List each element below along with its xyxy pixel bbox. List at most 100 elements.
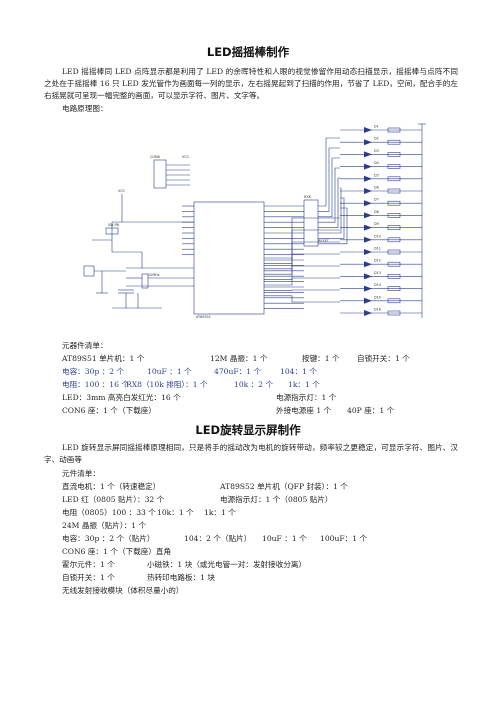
port-label: RESET [318,239,330,243]
led-label: D3 [374,149,379,153]
circuit-schematic: CON6 VCC AT89S51 SW-PB VCC 12MHz [83,123,426,319]
led-diode: D9 [340,222,422,231]
bus-wire [318,177,340,228]
bus-wire [318,167,340,223]
component-item: 电阻：100 ：16 个 [62,380,129,389]
component-item: 10uF ：1 个 [262,534,307,543]
component-item: CON6 座：1 个（下载座）直角 [62,547,172,556]
component-item: 直流电机：1 个（转速稳定） [62,482,161,491]
component-item: AT89S51 单片机：1 个 [62,354,145,363]
led-diode: D1 [340,125,422,133]
led-diode: D15 [340,295,422,304]
bus-wire [318,157,340,218]
component-item: 10uF ：1 个 [147,367,192,376]
led-diode: D6 [340,186,422,194]
led-label: D16 [374,308,381,312]
bus-wire [318,147,340,212]
led-label: D5 [374,173,379,177]
led-label: D15 [374,295,381,299]
led-label: D14 [374,283,381,287]
section2-intro: LED 旋转显示屏同摇摇棒原理相同，只是将手的摇动改为电机的旋转带动，频率较之更… [44,443,458,464]
crystal-label: 12MHz [148,273,160,277]
component-item: 1k：1 个 [288,380,320,389]
circuit-label: 电路原理图： [62,104,108,113]
led-diode: D8 [340,210,422,219]
con6-connector: CON6 VCC [150,155,190,189]
led-diode: D5 [340,173,422,182]
mcu-pins [182,205,304,309]
component-item: 按键：1 个 [302,354,340,363]
mcu-chip: AT89S51 [193,201,265,319]
bus-wire [264,295,340,303]
component-item: 热转印电路板：1 块 [147,573,215,582]
bus-wire [264,229,340,264]
component-item: 外接电源座 1 个 [276,406,332,415]
component-item: 104：2 个（贴片） [184,534,252,543]
led-label: D2 [374,137,379,141]
bus-wire [264,277,340,286]
led-diode: D4 [340,161,422,170]
component-item: 10k：1 个 [157,508,194,517]
section1-title: LED摇摇棒制作 [206,45,290,59]
component-item: 电容：30p ：2 个 [62,367,125,376]
component-item: RX8（10k 排阻）：1 个 [126,380,208,389]
component-item: 电源指示灯：1 个 [276,393,337,402]
component-item: 自锁开关：1 个 [62,573,115,582]
vcc-label-2: VCC [118,189,126,193]
bus-wire [318,197,345,239]
led-diode: D3 [340,149,422,158]
component-item: 电源指示灯：1 个（0805 贴片） [220,495,333,504]
led-label: D12 [374,259,381,263]
component-item: 无线发射接收模块（体积尽量小的） [62,586,184,595]
bus-wire [264,217,340,259]
vcc-label: VCC [182,155,190,159]
power-input [83,265,126,294]
components-title-2: 元件清单： [62,469,100,478]
rx8-resistor-network: RX8 RESET [303,195,330,247]
component-item: 自锁开关：1 个 [357,354,410,363]
component-item: 10k ：2 个 [234,380,274,389]
component-item: 1k：1 个 [204,508,236,517]
mcu-chip-label: AT89S51 [196,315,211,319]
con6-label: CON6 [150,155,160,159]
bus-wire [264,241,340,270]
component-item: 霍尔元件：1 个 [62,560,115,569]
led-label: D13 [374,271,381,275]
component-item: 470uF：1 个 [214,367,262,376]
component-item: 小磁铁：1 块（或光电管一对：发射接收分离） [147,560,307,569]
bus-wire [264,253,340,275]
bus-wire [318,137,340,207]
switch-label: SW-PB [108,223,120,227]
component-item: 24M 晶振（贴片）：1 个 [62,521,147,530]
reset-circuit: SW-PB VCC [92,189,194,269]
component-item: 12M 晶振：1 个 [210,354,268,363]
led-diode: D14 [340,283,422,292]
led-label: D4 [374,161,379,165]
component-item: CON6 座：1 个（下载座） [62,406,156,415]
component-item: 电容：30p ：2 个（贴片） [62,534,155,543]
bus-lines [264,137,348,303]
component-item: 100uF：1 个 [320,534,368,543]
led-diode: D11 [340,247,422,255]
section1-intro: LED 摇摇棒同 LED 点阵显示都是利用了 LED 的余晖特性和人眼的视觉惨留… [44,67,458,100]
bus-wire [264,265,340,280]
bus-wire [318,187,342,234]
bus-wire [318,207,348,245]
crystal-circuit: 12MHz [112,273,194,309]
components-title-1: 元器件清单： [62,341,108,350]
led-label: D9 [374,222,379,226]
component-item: 电阻（0805）100 ：33 个 [62,508,156,517]
led-diode: D2 [340,137,422,146]
led-diode: D10 [340,234,422,243]
led-diode: D13 [340,271,422,280]
led-diode: D12 [340,259,422,268]
rx8-label: RX8 [304,195,311,199]
section2-title: LED旋转显示屏制作 [195,423,301,437]
component-item: 104：1 个 [280,367,317,376]
led-label: D7 [374,198,379,202]
component-item: AT89S52 单片机（QFP 封装）：1 个 [220,482,348,491]
led-label: D6 [374,186,379,190]
component-item: LED：3mm 高亮白发红光：16 个 [62,393,181,402]
led-label: D11 [374,247,381,251]
